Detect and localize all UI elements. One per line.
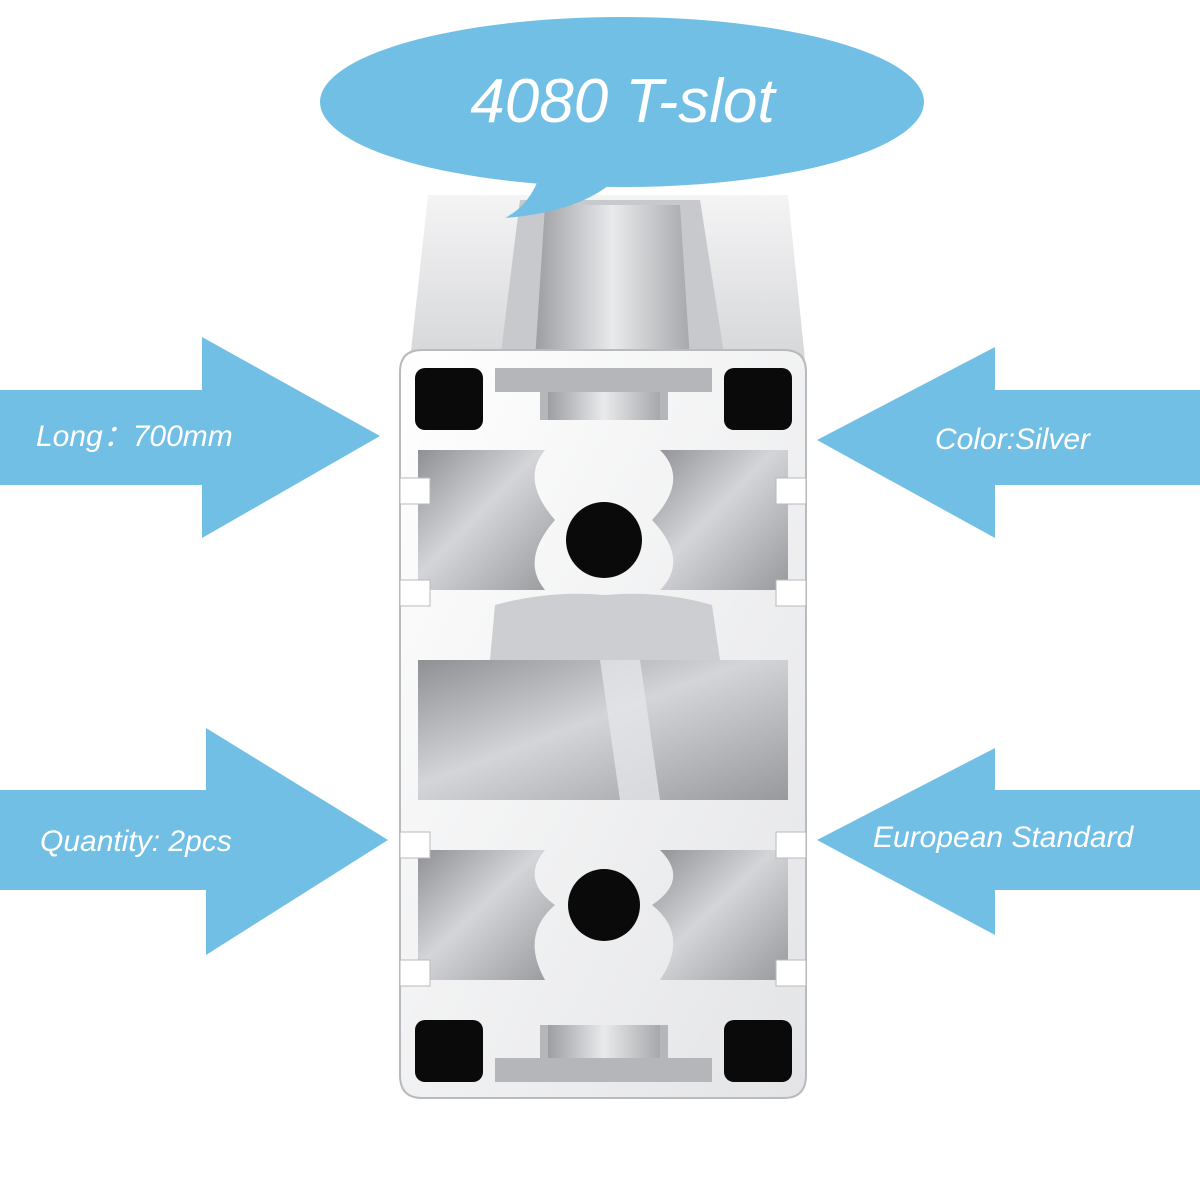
profile-top-groove-floor bbox=[535, 205, 690, 360]
center-hole bbox=[566, 502, 642, 578]
middle-cavity-shine bbox=[600, 660, 660, 800]
side-slot bbox=[399, 959, 431, 987]
length-label: Long：700mm bbox=[36, 420, 233, 453]
side-slot bbox=[775, 959, 807, 987]
standard-label: European Standard bbox=[873, 821, 1134, 854]
arrow-left-icon bbox=[817, 748, 1200, 935]
speech-bubble-icon bbox=[320, 17, 924, 218]
side-slot bbox=[775, 579, 807, 607]
upper-cavity bbox=[418, 450, 555, 590]
extrusion-profile-icon bbox=[399, 195, 807, 1099]
side-slot bbox=[399, 579, 431, 607]
product-title: 4080 T-slot bbox=[470, 67, 775, 136]
upper-cavity bbox=[652, 450, 788, 590]
middle-cavity bbox=[418, 660, 788, 800]
upper-center-cavity bbox=[490, 593, 720, 660]
corner-hole bbox=[415, 368, 483, 430]
corner-hole bbox=[724, 1020, 792, 1082]
t-slot-inner bbox=[548, 392, 660, 420]
corner-hole bbox=[724, 368, 792, 430]
arrow-left-icon bbox=[817, 347, 1200, 538]
arrow-right-icon bbox=[0, 337, 380, 538]
arrow-right-icon bbox=[0, 728, 388, 955]
quantity-label: Quantity: 2pcs bbox=[40, 825, 232, 858]
lower-cavity bbox=[418, 850, 555, 980]
color-label: Color:Silver bbox=[935, 423, 1091, 456]
side-slot bbox=[399, 477, 431, 505]
corner-hole bbox=[415, 1020, 483, 1082]
side-slot bbox=[775, 831, 807, 859]
side-slot bbox=[775, 477, 807, 505]
lower-cavity bbox=[652, 850, 788, 980]
t-slot-inner bbox=[548, 1025, 660, 1058]
center-hole bbox=[568, 869, 640, 941]
side-slot bbox=[399, 831, 431, 859]
